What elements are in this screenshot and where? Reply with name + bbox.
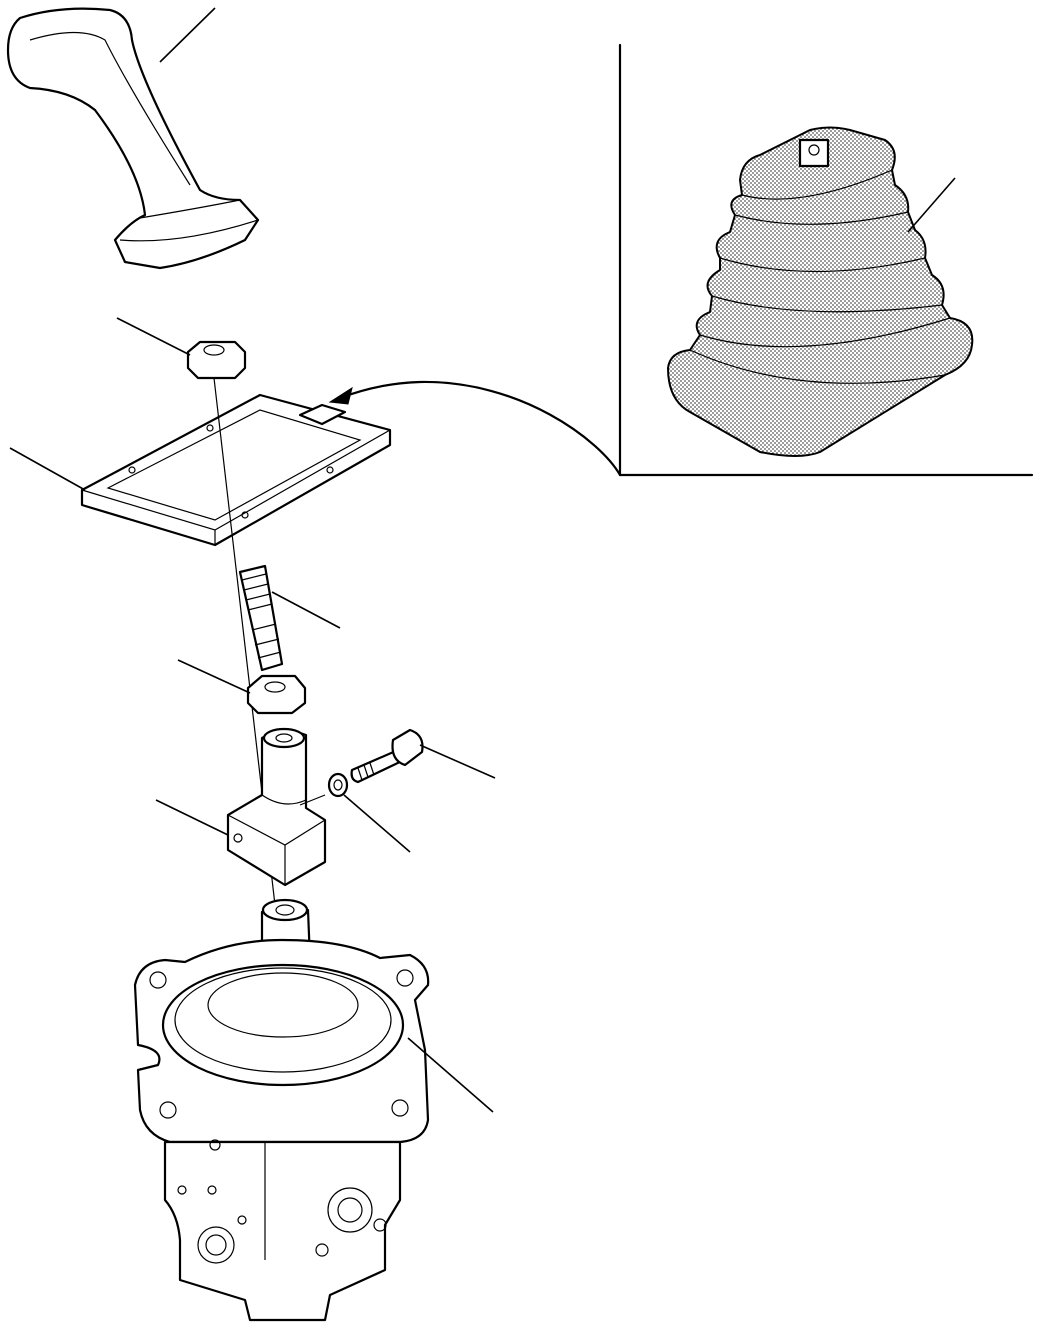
lever-grip (6, 7, 260, 270)
rubber-boot (667, 126, 974, 457)
upper-nut (116, 317, 247, 380)
pilot-valve (133, 898, 494, 1322)
lower-nut (177, 659, 307, 715)
boot-plate (9, 393, 392, 547)
washer (299, 772, 411, 853)
detail-inset-frame (328, 43, 1034, 477)
bolt (350, 728, 496, 784)
threaded-stud (238, 564, 341, 672)
adapter-block (155, 727, 327, 887)
